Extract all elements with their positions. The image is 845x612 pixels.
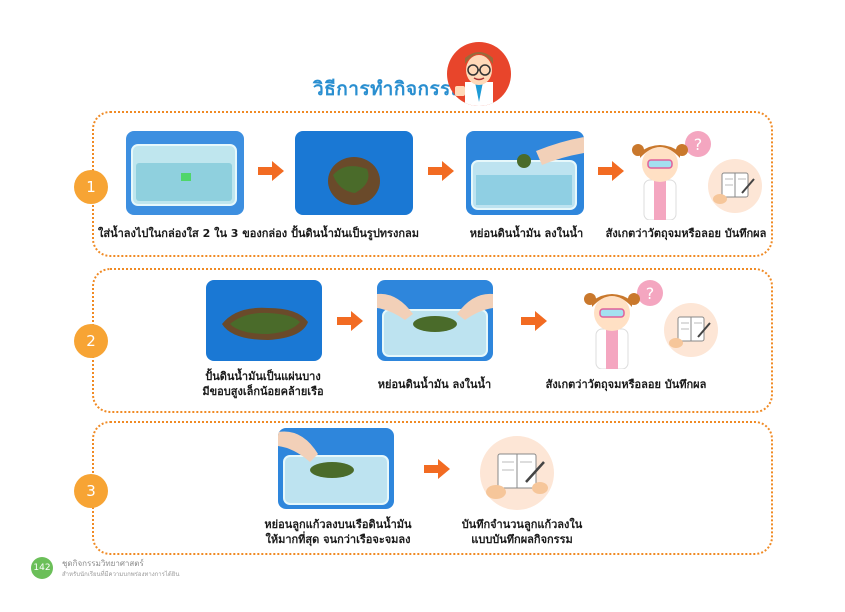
photo-place-boat-on-water [377,280,493,361]
observe-girl-icon: ? [580,277,670,370]
photo-marbles-on-boat [278,428,394,509]
step-caption: บันทึกจำนวนลูกแก้วลงใน แบบบันทึกผลกิจกรร… [452,517,592,547]
arrow-right-icon [521,311,547,331]
row-number-2: 2 [74,324,108,358]
step-caption: หย่อนดินน้ำมัน ลงในน้ำ [377,378,492,391]
step-caption: ใส่น้ำลงไปในกล่องใส 2 ใน 3 ของกล่อง [98,227,288,240]
notebook-writing-icon [664,303,718,357]
svg-text:?: ? [646,284,655,303]
photo-clay-ball [295,131,413,215]
step-caption: สังเกตว่าวัตถุจมหรือลอย บันทึกผล [605,227,767,240]
row-number-3: 3 [74,474,108,508]
arrow-right-icon [598,161,624,181]
mascot-scientist-icon [447,42,511,106]
photo-clear-box-water [126,131,244,215]
page-number: 142 [31,557,53,579]
arrow-right-icon [337,311,363,331]
page-title: วิธีการทำกิจกรรม [313,78,464,100]
step-caption-line: มีขอบสูงเล็กน้อยคล้ายเรือ [202,385,324,398]
photo-drop-clay-into-water [466,131,584,215]
footer-title: ชุดกิจกรรมวิทยาศาสตร์ [62,559,144,568]
step-caption-line: หย่อนลูกแก้วลงบนเรือดินน้ำมัน [264,518,412,531]
step-caption-line: ให้มากที่สุด จนกว่าเรือจะจมลง [265,533,411,546]
row-number-1: 1 [74,170,108,204]
arrow-right-icon [258,161,284,181]
notebook-writing-icon [480,436,554,510]
step-row-3 [92,421,773,555]
observe-girl-icon: ? [628,128,718,221]
step-caption-line: ปั้นดินน้ำมันเป็นแผ่นบาง [205,370,321,383]
step-caption: สังเกตว่าวัตถุจมหรือลอย บันทึกผล [545,378,707,391]
photo-clay-sheet-boat [206,280,322,361]
arrow-right-icon [424,459,450,479]
notebook-writing-icon [708,159,762,213]
step-caption: หย่อนดินน้ำมัน ลงในน้ำ [469,227,584,240]
step-caption: ปั้นดินน้ำมันเป็นรูปทรงกลม [291,227,419,240]
svg-text:?: ? [694,135,703,154]
step-caption: ปั้นดินน้ำมันเป็นแผ่นบาง มีขอบสูงเล็กน้อ… [188,369,338,399]
arrow-right-icon [428,161,454,181]
step-caption: หย่อนลูกแก้วลงบนเรือดินน้ำมัน ให้มากที่ส… [258,517,418,547]
step-caption-line: แบบบันทึกผลกิจกรรม [471,533,573,546]
step-caption-line: บันทึกจำนวนลูกแก้วลงใน [461,518,583,531]
footer-subtitle: สำหรับนักเรียนที่มีความบกพร่องทางการได้ย… [62,571,180,578]
